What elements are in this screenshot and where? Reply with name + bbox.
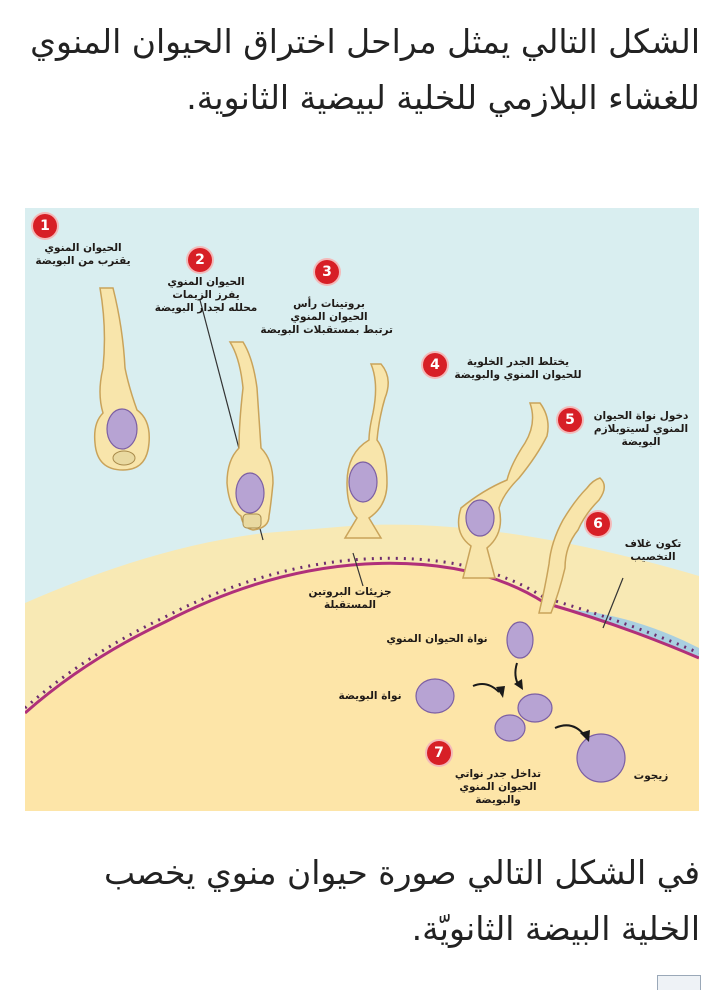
diagram-drawing [25, 208, 699, 811]
egg-cytoplasm [25, 563, 699, 811]
egg-nucleus [415, 678, 455, 714]
sperm-step-4 [457, 402, 549, 579]
step-7-badge: 7 [427, 741, 451, 765]
zygote [576, 733, 626, 783]
step-3-badge: 3 [315, 260, 339, 284]
egg-nucleus-label: نواة البويضة [338, 690, 402, 702]
question-heading-2: في الشكل التالي صورة حيوان منوي يخصب الخ… [103, 853, 700, 948]
image-icon[interactable] [657, 975, 701, 990]
sperm-step-3 [343, 363, 389, 539]
sperm-step-2 [226, 341, 274, 531]
step-6-pointer-line [602, 577, 624, 629]
zygote-label: زيجوت [633, 770, 669, 782]
step-4-badge: 4 [423, 353, 447, 377]
membrane-receptors [25, 556, 699, 710]
step-2-badge: 2 [188, 248, 212, 272]
receptor-proteins-label: جزيئات البروتين المستقبلة [308, 586, 392, 611]
step-6-badge: 6 [586, 512, 610, 536]
step-5-badge: 5 [558, 408, 582, 432]
receptor-pointer-line [352, 552, 364, 587]
fusing-nuclei [494, 693, 553, 742]
question-heading: الشكل التالي يمثل مراحل اختراق الحيوان ا… [30, 22, 700, 117]
sperm-nucleus-label: نواة الحيوان المنوي [386, 633, 488, 645]
sperm-nucleus-in-egg [506, 621, 534, 659]
step-1-badge: 1 [33, 214, 57, 238]
egg-plasma-membrane [25, 561, 699, 715]
sperm-step-1 [93, 287, 150, 471]
sperm-step-5 [538, 477, 605, 614]
